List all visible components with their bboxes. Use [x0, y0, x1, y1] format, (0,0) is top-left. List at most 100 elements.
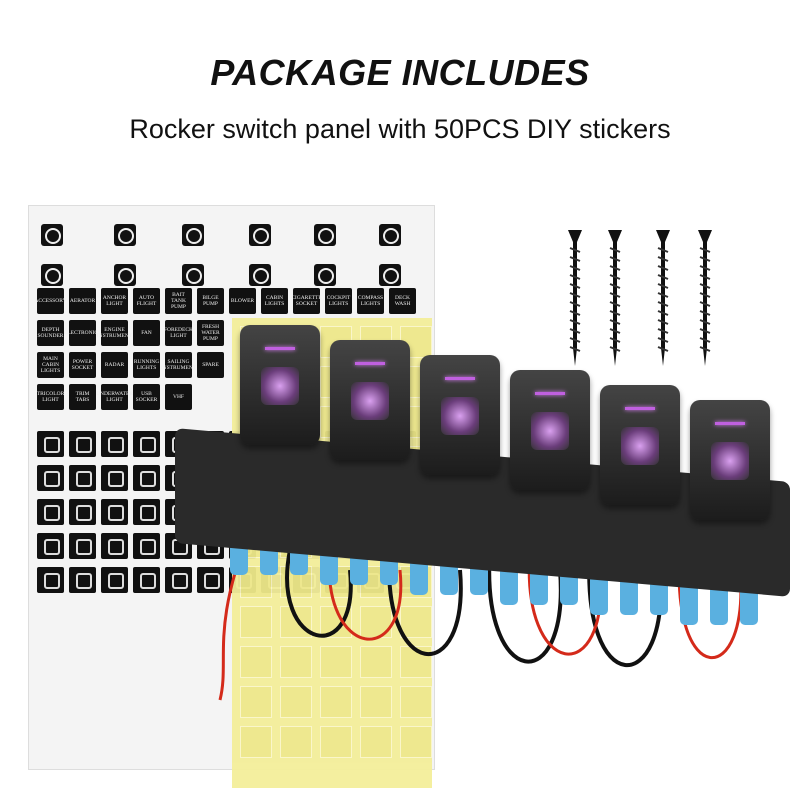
icon-sticker [101, 499, 128, 525]
icon-sticker [133, 499, 160, 525]
led-indicator [355, 362, 385, 365]
screw-icon [568, 230, 582, 366]
label-sticker: SAILING INSTRUMENT [161, 352, 196, 378]
led-indicator [445, 377, 475, 380]
icon-sticker [165, 567, 192, 593]
label-sticker: FAN [133, 320, 160, 346]
switch-symbol-icon [531, 412, 569, 450]
label-sticker: COMPASS LIGHTS [357, 288, 384, 314]
icon-sticker [197, 567, 224, 593]
symbol-sticker [379, 264, 401, 286]
icon-sticker [101, 431, 128, 457]
switch-symbol-icon [441, 397, 479, 435]
label-sticker: CIGARETTE SOCKET [291, 288, 322, 314]
screw-icon [656, 230, 670, 366]
label-sticker: ELECTRONICS [64, 320, 101, 346]
label-sticker: TRICOLOR LIGHT [37, 384, 64, 410]
screw-icon [698, 230, 712, 366]
label-sticker: AERATOR [69, 288, 96, 314]
label-sticker: UNDERWATER LIGHT [96, 384, 133, 410]
led-indicator [535, 392, 565, 395]
symbol-sticker [41, 264, 63, 286]
label-sticker: POWER SOCKET [69, 352, 96, 378]
led-indicator [625, 407, 655, 410]
rocker-switch[interactable] [420, 355, 500, 475]
page-title: PACKAGE INCLUDES [210, 52, 590, 93]
label-sticker: DEPTH SOUNDER [37, 320, 64, 346]
icon-sticker [37, 431, 64, 457]
led-indicator [265, 347, 295, 350]
yellow-sticker [240, 606, 272, 638]
icon-sticker [37, 533, 64, 559]
icon-sticker [133, 465, 160, 491]
symbol-sticker [379, 224, 401, 246]
icon-sticker [101, 465, 128, 491]
screw-icon [608, 230, 622, 366]
yellow-sticker [360, 686, 392, 718]
yellow-sticker [280, 726, 312, 758]
rocker-switch[interactable] [690, 400, 770, 520]
switch-symbol-icon [261, 367, 299, 405]
led-indicator [715, 422, 745, 425]
label-sticker: AUTO FLIGHT [133, 288, 160, 314]
label-sticker: BAIT TANK PUMP [165, 288, 192, 314]
icon-sticker [37, 499, 64, 525]
icon-sticker [133, 567, 160, 593]
icon-sticker [69, 499, 96, 525]
icon-sticker [69, 567, 96, 593]
yellow-sticker [360, 646, 392, 678]
label-sticker: ANCHOR LIGHT [101, 288, 128, 314]
symbol-sticker [182, 264, 204, 286]
yellow-sticker [320, 726, 352, 758]
symbol-sticker [182, 224, 204, 246]
icon-sticker [69, 533, 96, 559]
yellow-sticker [400, 726, 432, 758]
symbol-sticker [249, 264, 271, 286]
symbol-sticker [114, 224, 136, 246]
label-sticker: ACCESSORY [34, 288, 67, 314]
label-sticker: MAIN CABIN LIGHTS [37, 352, 64, 378]
label-sticker: BLOWER [229, 288, 256, 314]
label-sticker: RUNNING LIGHTS [133, 352, 160, 378]
rocker-switch[interactable] [510, 370, 590, 490]
yellow-sticker [280, 686, 312, 718]
yellow-sticker [320, 686, 352, 718]
symbol-sticker [314, 264, 336, 286]
label-sticker: COCKPIT LIGHTS [325, 288, 352, 314]
icon-sticker [133, 533, 160, 559]
rocker-switch[interactable] [330, 340, 410, 460]
label-sticker: FRESH WATER PUMP [197, 320, 224, 346]
rocker-switch[interactable] [600, 385, 680, 505]
label-sticker: FOREDECK LIGHT [164, 320, 193, 346]
switch-symbol-icon [711, 442, 749, 480]
icon-sticker [133, 431, 160, 457]
switch-symbol-icon [351, 382, 389, 420]
yellow-sticker [240, 646, 272, 678]
label-sticker: TRIM TABS [69, 384, 96, 410]
symbol-sticker [114, 264, 136, 286]
yellow-sticker [240, 726, 272, 758]
label-sticker: ENGINE INSTRUMENT [97, 320, 132, 346]
symbol-sticker [41, 224, 63, 246]
yellow-sticker [240, 686, 272, 718]
label-sticker: DECK WASH [389, 288, 416, 314]
yellow-sticker [280, 606, 312, 638]
icon-sticker [37, 465, 64, 491]
yellow-sticker [360, 726, 392, 758]
icon-sticker [101, 533, 128, 559]
rocker-switch[interactable] [240, 325, 320, 445]
page-subtitle: Rocker switch panel with 50PCS DIY stick… [129, 114, 671, 144]
label-sticker: USB SOCKER [133, 384, 160, 410]
yellow-sticker [400, 686, 432, 718]
symbol-sticker [314, 224, 336, 246]
symbol-sticker [249, 224, 271, 246]
yellow-sticker [320, 646, 352, 678]
yellow-sticker [280, 646, 312, 678]
icon-sticker [37, 567, 64, 593]
icon-sticker [101, 567, 128, 593]
label-sticker: SPARE [197, 352, 224, 378]
label-sticker: RADAR [101, 352, 128, 378]
icon-sticker [69, 431, 96, 457]
label-sticker: CABIN LIGHTS [261, 288, 288, 314]
